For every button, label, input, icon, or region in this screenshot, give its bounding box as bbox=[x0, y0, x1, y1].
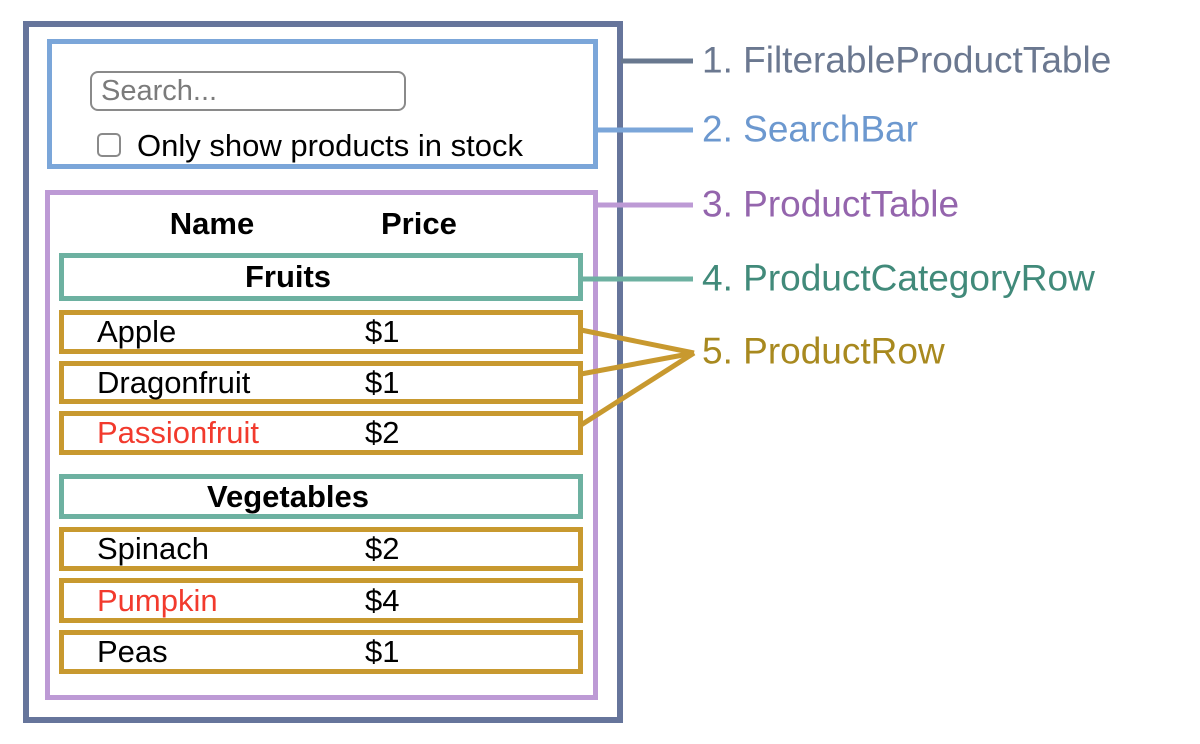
product-name: Pumpkin bbox=[97, 582, 218, 618]
product-row-spinach: Spinach $2 bbox=[59, 527, 583, 571]
search-bar-outline bbox=[47, 39, 598, 169]
in-stock-checkbox[interactable] bbox=[97, 133, 121, 157]
annotation-search-bar: 2. SearchBar bbox=[702, 108, 918, 150]
annotation-filterable-product-table: 1. FilterableProductTable bbox=[702, 39, 1112, 81]
annotation-product-row: 5. ProductRow bbox=[702, 330, 945, 372]
product-name: Dragonfruit bbox=[97, 364, 251, 400]
column-header-name: Name bbox=[169, 205, 255, 241]
in-stock-checkbox-label: Only show products in stock bbox=[137, 128, 523, 163]
annotation-product-table: 3. ProductTable bbox=[702, 183, 960, 225]
product-row-passionfruit: Passionfruit $2 bbox=[59, 411, 583, 455]
category-label: Vegetables bbox=[207, 478, 369, 514]
product-price: $4 bbox=[365, 582, 400, 618]
category-label: Fruits bbox=[244, 259, 332, 294]
product-price: $1 bbox=[365, 364, 400, 400]
product-row-pumpkin: Pumpkin $4 bbox=[59, 578, 583, 623]
product-row-peas: Peas $1 bbox=[59, 630, 583, 674]
product-price: $1 bbox=[365, 314, 400, 349]
product-category-row-fruits: Fruits bbox=[59, 253, 583, 301]
product-price: $1 bbox=[365, 634, 400, 669]
product-table-outline bbox=[45, 190, 598, 700]
table-header-row: Name Price bbox=[59, 194, 583, 253]
annotation-product-category-row: 4. ProductCategoryRow bbox=[702, 257, 1095, 299]
search-input[interactable] bbox=[90, 71, 406, 111]
product-row-dragonfruit: Dragonfruit $1 bbox=[59, 361, 583, 404]
product-name: Apple bbox=[97, 314, 177, 349]
column-header-price: Price bbox=[381, 205, 457, 241]
product-category-row-vegetables: Vegetables bbox=[59, 474, 583, 519]
product-row-apple: Apple $1 bbox=[59, 310, 583, 354]
product-name: Passionfruit bbox=[97, 415, 259, 450]
product-name: Peas bbox=[97, 634, 168, 669]
product-price: $2 bbox=[365, 415, 400, 450]
product-price: $2 bbox=[365, 531, 400, 566]
product-name: Spinach bbox=[97, 531, 210, 566]
